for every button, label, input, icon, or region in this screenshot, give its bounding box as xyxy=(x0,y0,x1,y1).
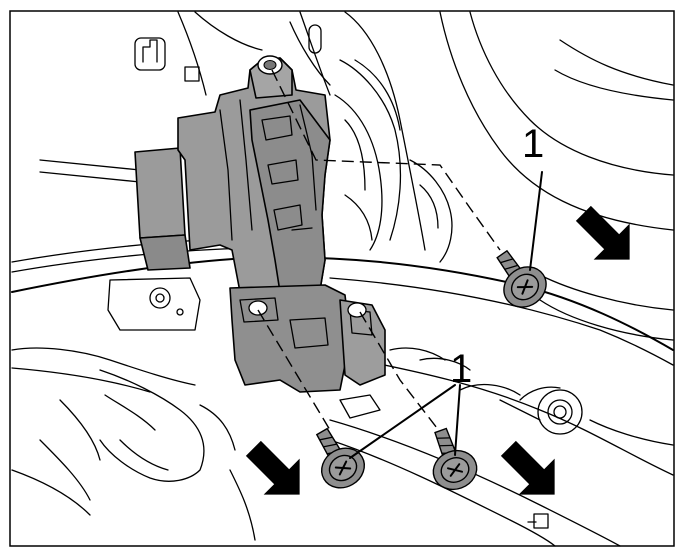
callout-leaders xyxy=(349,171,543,459)
callout-label-lower: 1 xyxy=(450,347,472,391)
callout-label-upper: 1 xyxy=(522,122,544,166)
background-body-panels xyxy=(11,11,674,547)
bolt-guide-lines xyxy=(257,69,501,433)
arrow-icon xyxy=(245,205,630,495)
bolt-icon xyxy=(315,249,547,491)
